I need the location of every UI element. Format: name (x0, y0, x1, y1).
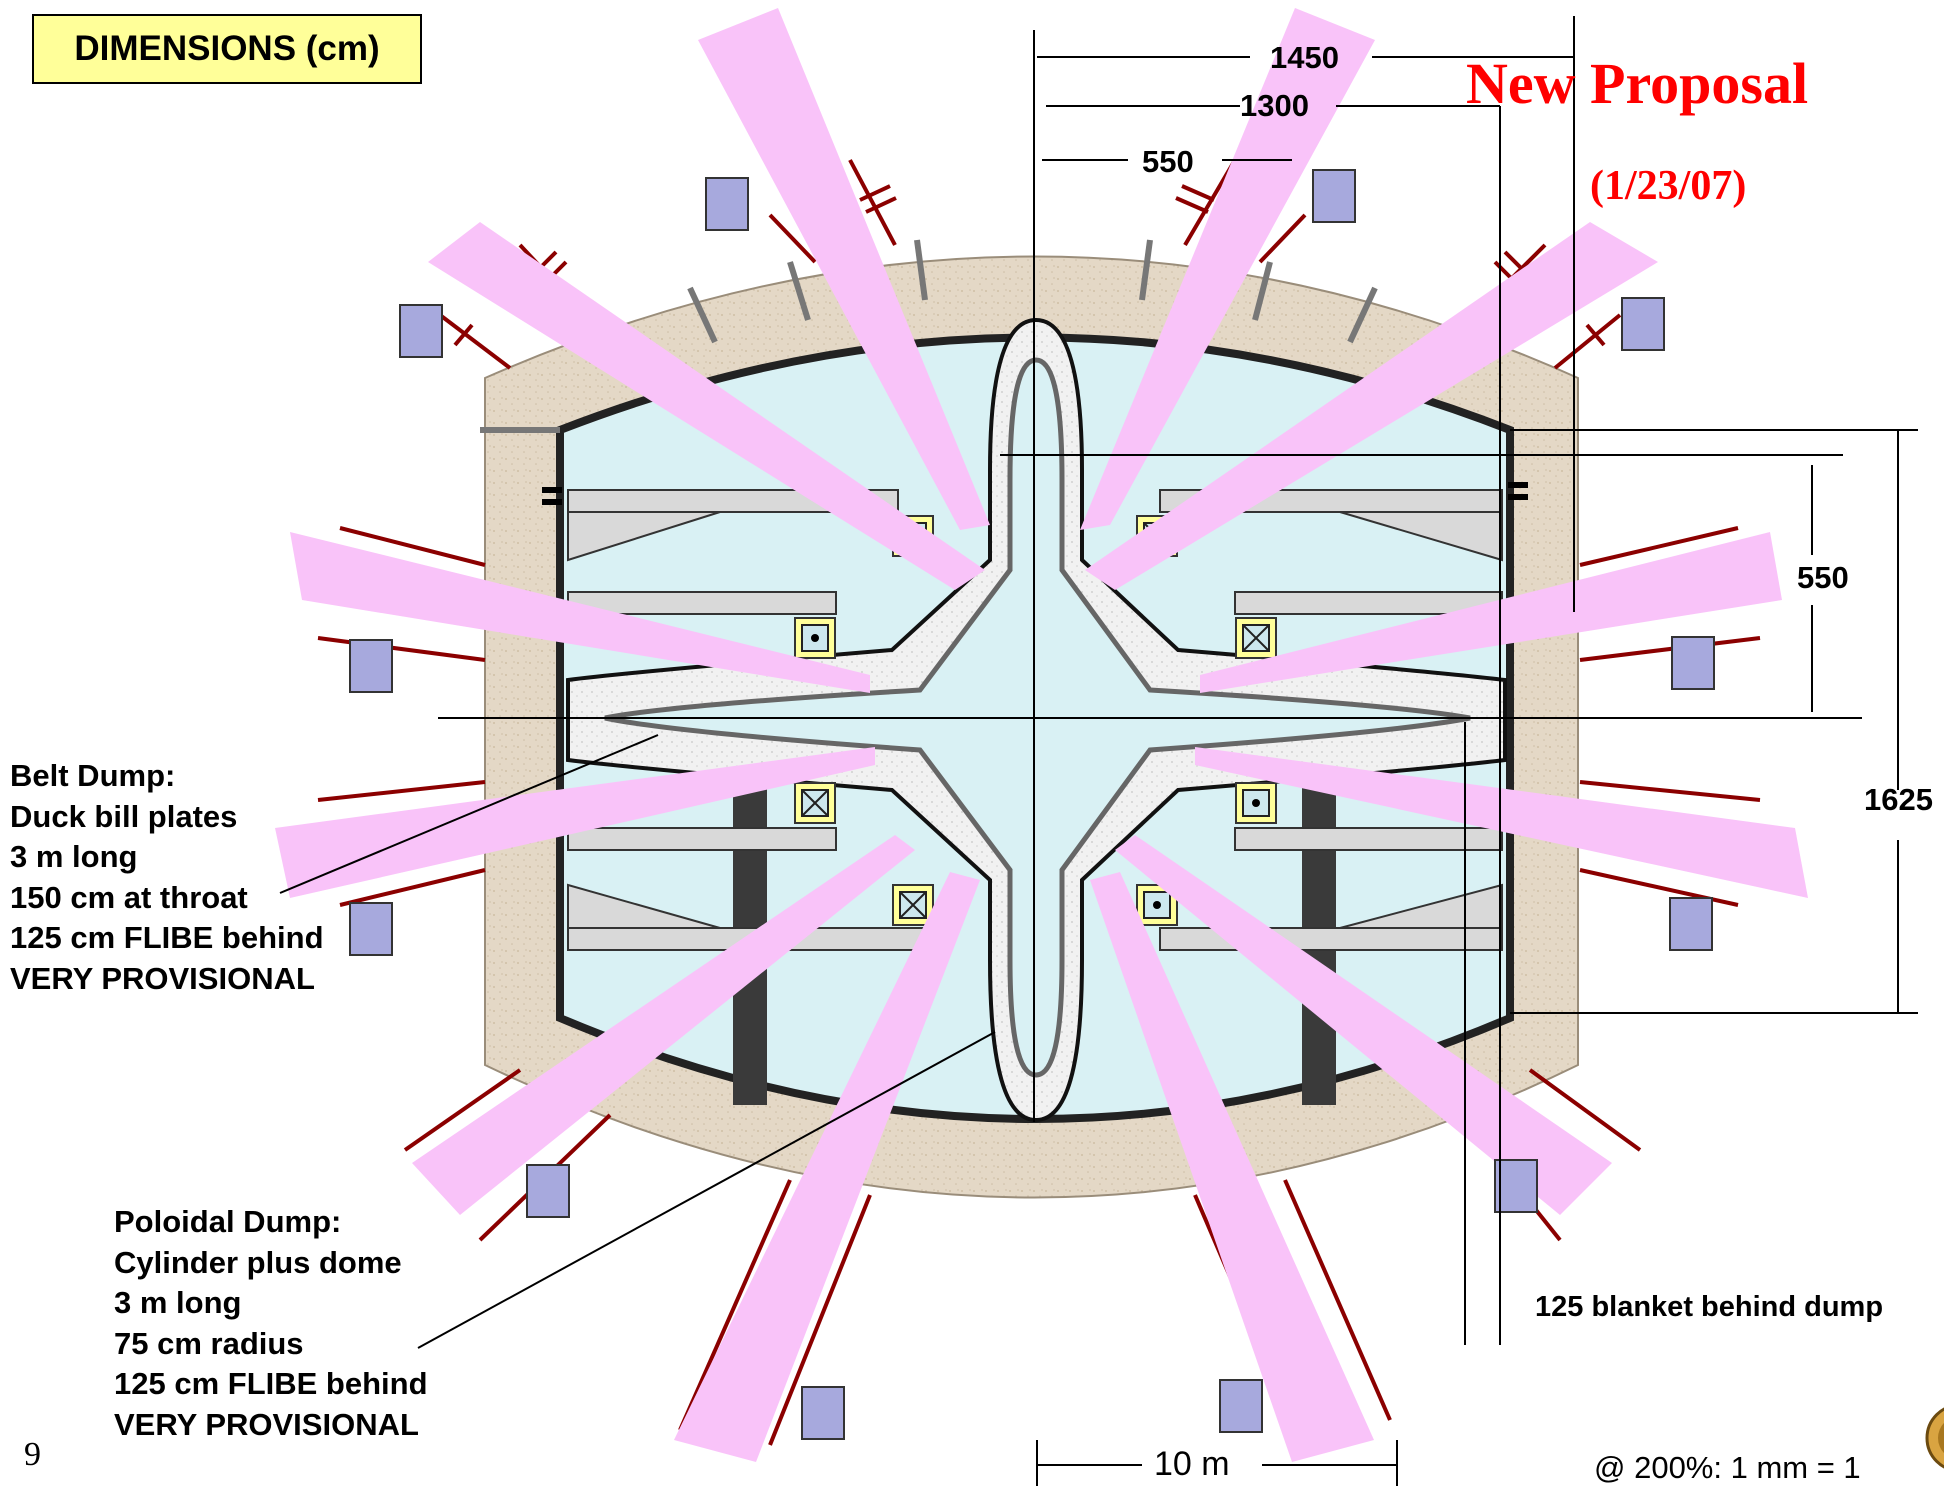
dimensions-title-box: DIMENSIONS (cm) (32, 14, 422, 84)
leader-lines (279, 734, 996, 1349)
shelves (567, 489, 1503, 951)
proposal-date: (1/23/07) (1590, 163, 1747, 209)
scale-note: @ 200%: 1 mm = 1 (1594, 1450, 1861, 1485)
poloidal-dump-note: Poloidal Dump: Cylinder plus dome 3 m lo… (114, 1202, 428, 1445)
belt-dump-line: 150 cm at throat (10, 879, 248, 915)
dimension-550-right: 550 (1797, 560, 1849, 595)
poloidal-dump-line: VERY PROVISIONAL (114, 1406, 419, 1442)
dimension-1450: 1450 (1270, 40, 1339, 75)
proposal-title: New Proposal (1466, 51, 1809, 116)
logo-seal-icon (1925, 1407, 1944, 1469)
diagnostic-port-icon (349, 169, 1715, 1440)
center-axes (438, 30, 1862, 1122)
dimension-1625: 1625 (1864, 782, 1933, 817)
blanket-note: 125 blanket behind dump (1535, 1291, 1884, 1323)
dimension-lines (1036, 16, 1918, 1486)
belt-dump-line: VERY PROVISIONAL (10, 960, 315, 996)
belt-dump-heading: Belt Dump: (10, 758, 176, 793)
beam-wedges (275, 8, 1808, 1462)
belt-dump-line: 3 m long (10, 839, 138, 874)
belt-dump-line: Duck bill plates (10, 798, 238, 834)
dimension-1300: 1300 (1240, 88, 1309, 123)
poloidal-dump-line: 75 cm radius (114, 1325, 304, 1361)
belt-dump-line: 125 cm FLIBE behind (10, 920, 324, 955)
scale-bar-label: 10 m (1154, 1445, 1230, 1483)
poloidal-dump-line: 3 m long (114, 1285, 242, 1320)
poloidal-dump-line: Cylinder plus dome (114, 1244, 402, 1280)
page-number: 9 (24, 1436, 41, 1473)
poloidal-dump-heading: Poloidal Dump: (114, 1204, 342, 1239)
poloidal-dump-line: 125 cm FLIBE behind (114, 1366, 428, 1401)
dimension-550-top: 550 (1142, 144, 1194, 179)
belt-dump-note: Belt Dump: Duck bill plates 3 m long 150… (10, 756, 324, 999)
